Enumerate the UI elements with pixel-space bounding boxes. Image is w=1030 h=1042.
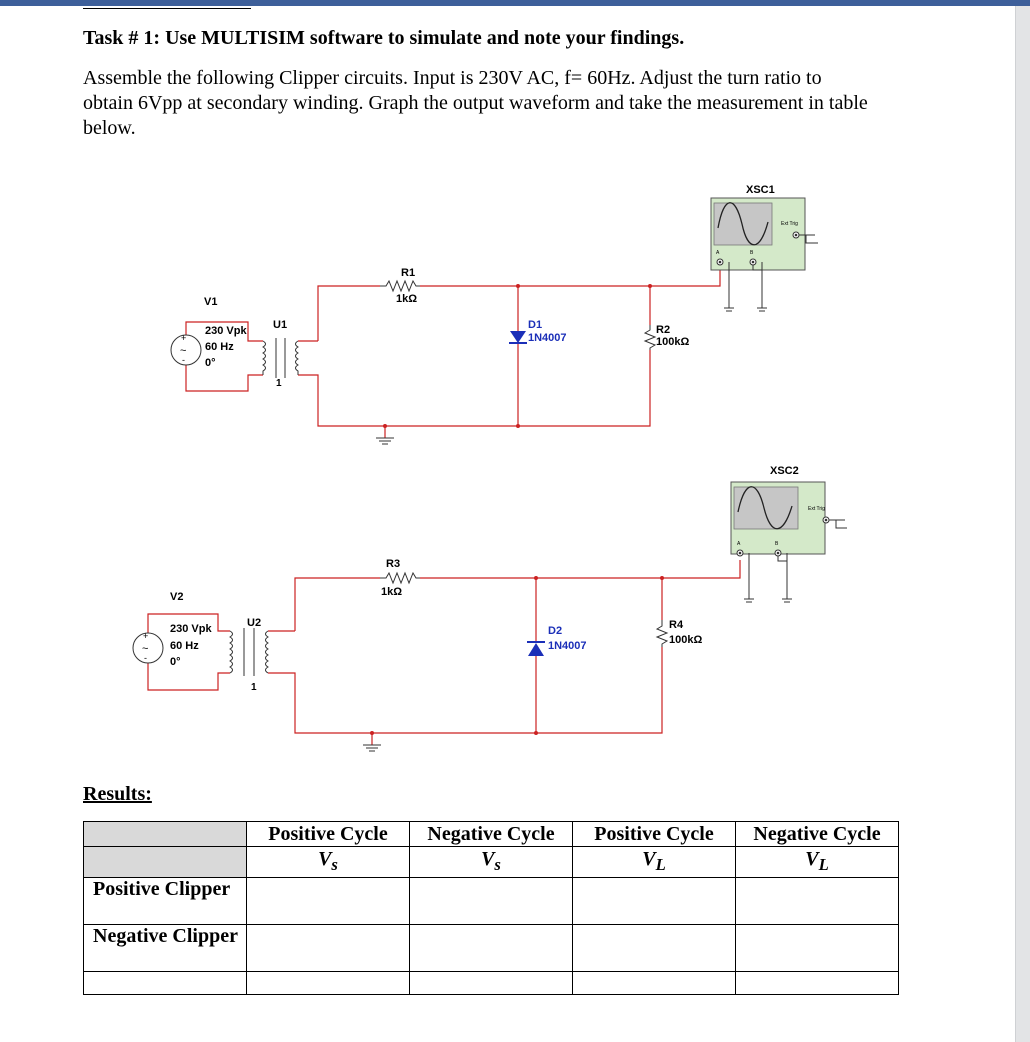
v2-phase: 0° xyxy=(170,656,181,668)
col-header-2: Negative Cycle xyxy=(409,821,573,847)
task-title: Task # 1: Use MULTISIM software to simul… xyxy=(83,27,685,49)
col-header-3: Positive Cycle xyxy=(572,821,736,847)
row-label-positive-clipper: Positive Clipper xyxy=(83,877,247,925)
d1-part: 1N4007 xyxy=(528,332,567,344)
r1-value: 1kΩ xyxy=(396,293,417,305)
table-cell[interactable] xyxy=(572,971,736,995)
col-symbol-4: VL xyxy=(735,846,899,878)
r1-label: R1 xyxy=(401,267,415,279)
resistor-r3-icon xyxy=(380,571,420,585)
transformer-u1-icon xyxy=(262,338,299,378)
xsc1-b: B xyxy=(750,250,754,256)
v1-phase: 0° xyxy=(205,357,216,369)
u2-label: U2 xyxy=(247,617,261,629)
xsc1-label: XSC1 xyxy=(746,184,775,196)
svg-text:-: - xyxy=(182,355,185,365)
xsc2-label: XSC2 xyxy=(770,465,799,477)
r2-label: R2 xyxy=(656,324,670,336)
resistor-r1-icon xyxy=(380,279,420,293)
col-symbol-2: Vs xyxy=(409,846,573,878)
table-corner-cell xyxy=(83,821,247,847)
r3-label: R3 xyxy=(386,558,400,570)
v2-amp: 230 Vpk xyxy=(170,623,212,635)
table-corner-cell-2 xyxy=(83,846,247,878)
clipper-circuit-2: + ~ - V2 230 Vpk 60 Hz 0° U2 1 R3 1kΩ D2… xyxy=(132,465,847,752)
oscilloscope-xsc1[interactable]: Ext Trig A B xyxy=(710,197,818,312)
col-header-1: Positive Cycle xyxy=(246,821,410,847)
v2-label: V2 xyxy=(170,591,183,603)
xsc2-ext-trig: Ext Trig xyxy=(808,506,825,512)
table-cell[interactable] xyxy=(735,877,899,925)
table-cell[interactable] xyxy=(246,877,410,925)
clipper-circuit-1: + ~ - V1 230 Vpk 60 Hz 0° U1 1 R1 1kΩ D1… xyxy=(170,184,818,445)
d2-part: 1N4007 xyxy=(548,640,587,652)
transformer-u2-icon xyxy=(229,628,269,676)
table-cell[interactable] xyxy=(246,924,410,972)
r4-label: R4 xyxy=(669,619,684,631)
vertical-scrollbar[interactable] xyxy=(1015,6,1030,1042)
instructions-paragraph: Assemble the following Clipper circuits.… xyxy=(83,67,868,139)
svg-text:~: ~ xyxy=(180,345,186,357)
diode-d2-icon xyxy=(527,641,545,656)
col-symbol-1: Vs xyxy=(246,846,410,878)
svg-text:~: ~ xyxy=(142,643,148,655)
svg-text:+: + xyxy=(143,631,148,641)
v1-freq: 60 Hz xyxy=(205,341,234,353)
svg-text:+: + xyxy=(181,333,186,343)
xsc2-a: A xyxy=(737,541,741,547)
results-table: Positive Cycle Negative Cycle Positive C… xyxy=(83,821,899,995)
v2-freq: 60 Hz xyxy=(170,640,199,652)
table-cell[interactable] xyxy=(572,924,736,972)
table-cell[interactable] xyxy=(409,877,573,925)
r3-value: 1kΩ xyxy=(381,586,402,598)
ground-icon xyxy=(363,744,381,752)
diode-d1-icon xyxy=(509,331,527,344)
top-accent-bar xyxy=(0,0,1030,6)
table-cell[interactable] xyxy=(735,971,899,995)
r4-value: 100kΩ xyxy=(669,634,702,646)
table-cell[interactable] xyxy=(409,924,573,972)
resistor-r2-icon xyxy=(643,325,657,350)
xsc1-a: A xyxy=(716,250,720,256)
col-symbol-3: VL xyxy=(572,846,736,878)
svg-text:-: - xyxy=(144,653,147,663)
d2-label: D2 xyxy=(548,625,562,637)
row-label-negative-clipper: Negative Clipper xyxy=(83,924,247,972)
v1-amp: 230 Vpk xyxy=(205,325,247,337)
xsc1-ext-trig: Ext Trig xyxy=(781,221,798,227)
oscilloscope-xsc2[interactable]: Ext Trig A B xyxy=(730,481,847,603)
v1-label: V1 xyxy=(204,296,217,308)
d1-label: D1 xyxy=(528,319,542,331)
circuit-diagrams: + ~ - V1 230 Vpk 60 Hz 0° U1 1 R1 1kΩ D1… xyxy=(132,184,847,752)
table-cell[interactable] xyxy=(735,924,899,972)
u1-label: U1 xyxy=(273,319,287,331)
table-cell[interactable] xyxy=(409,971,573,995)
header-rule xyxy=(83,8,251,9)
ground-icon xyxy=(376,437,394,445)
table-cell[interactable] xyxy=(83,971,247,995)
col-header-4: Negative Cycle xyxy=(735,821,899,847)
u1-ratio: 1 xyxy=(276,378,282,389)
table-cell[interactable] xyxy=(246,971,410,995)
table-cell[interactable] xyxy=(572,877,736,925)
r2-value: 100kΩ xyxy=(656,336,689,348)
results-heading: Results: xyxy=(83,783,152,805)
u2-ratio: 1 xyxy=(251,682,257,693)
xsc2-b: B xyxy=(775,541,779,547)
resistor-r4-icon xyxy=(655,620,669,647)
